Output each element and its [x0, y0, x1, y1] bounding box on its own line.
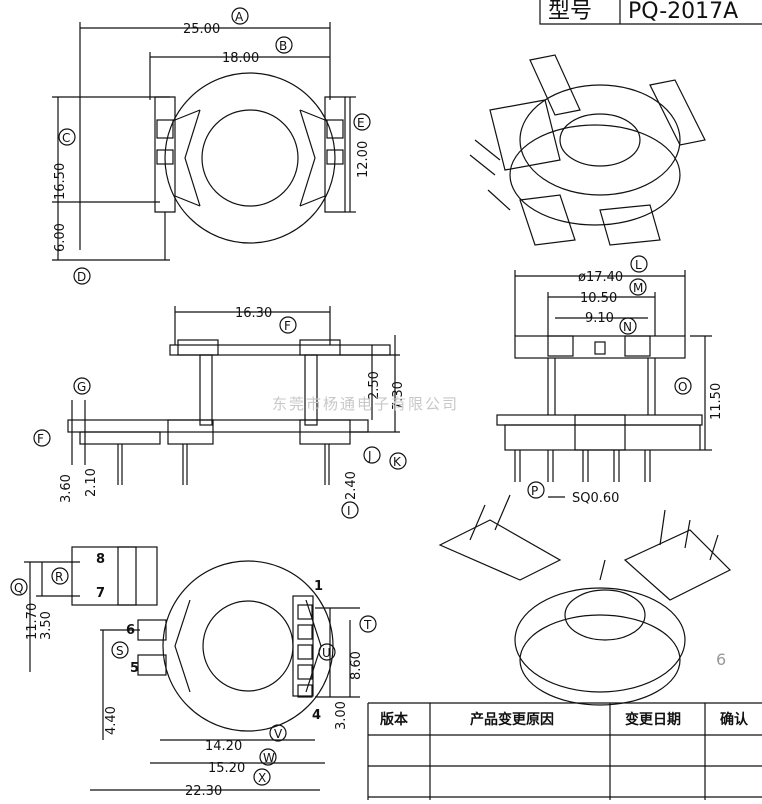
- dim-upper-a-value: 2.50: [367, 371, 382, 400]
- marker-t-letter: T: [363, 618, 372, 632]
- marker-m: [629, 278, 647, 296]
- dim-w-value: 15.20: [208, 761, 245, 776]
- marker-k: [389, 452, 407, 470]
- marker-r-letter: R: [55, 570, 63, 584]
- marker-h: [73, 377, 91, 395]
- marker-p-letter: P: [531, 484, 538, 498]
- dim-m-value: 10.50: [580, 291, 617, 306]
- pin-6: 6: [126, 623, 135, 638]
- marker-j-letter: J: [367, 449, 372, 463]
- marker-g: [33, 429, 51, 447]
- marker-u: [318, 643, 336, 661]
- dim-b-value: 18.00: [222, 51, 259, 66]
- marker-j: [363, 446, 381, 464]
- marker-e: [353, 113, 371, 131]
- dim-i-value: 2.40: [344, 471, 359, 500]
- change-table: 版本 产品变更原因 变更日期 确认: [367, 702, 762, 800]
- pin-8: 8: [96, 552, 105, 567]
- page-number: 6: [716, 650, 726, 669]
- marker-d: [73, 267, 91, 285]
- dim-e-value: 12.00: [356, 141, 371, 178]
- marker-l-letter: L: [635, 258, 642, 272]
- dim-d-value: 6.00: [53, 223, 68, 252]
- pin-1: 1: [314, 579, 323, 594]
- header-version: 版本: [380, 711, 409, 728]
- marker-v: [269, 724, 287, 742]
- marker-o: [674, 377, 692, 395]
- header-confirm: 确认: [720, 711, 749, 728]
- marker-h-letter: G: [77, 380, 86, 394]
- marker-s-letter: S: [116, 644, 124, 658]
- marker-x: [253, 768, 271, 786]
- dim-l-value: ø17.40: [578, 270, 623, 285]
- marker-i: [341, 501, 359, 519]
- bottom-view: Q R 11.70 3.50 S 4.40 T U 8.60 3.00 14.2…: [10, 546, 377, 799]
- marker-s: [111, 641, 129, 659]
- marker-m-letter: M: [633, 281, 643, 295]
- pin-5: 5: [130, 661, 139, 676]
- model-number: PQ-2017A: [628, 0, 738, 24]
- marker-f-letter: F: [284, 319, 291, 333]
- title-label: 型号: [548, 0, 592, 24]
- side-view: 16.30 F 2.50 7.30 G F 3.60 2.10 J K 2.40…: [33, 306, 407, 519]
- marker-a: [231, 7, 249, 25]
- isometric-view-lower: [438, 494, 732, 706]
- dim-q-value: 11.70: [25, 603, 40, 640]
- dim-r-value: 3.50: [39, 611, 54, 640]
- header-change-reason: 产品变更原因: [470, 711, 554, 728]
- dim-s-value: 4.40: [104, 706, 119, 735]
- marker-l: [630, 255, 648, 273]
- header-change-date: 变更日期: [625, 711, 681, 728]
- dim-c-value: 16.50: [53, 163, 68, 200]
- front-view: ø17.40 L 10.50 M 9.10 N O 11.50 P SQ0.60: [496, 255, 724, 506]
- marker-e-letter: E: [357, 116, 365, 130]
- dim-h-value: 2.10: [84, 468, 99, 497]
- marker-b-letter: B: [279, 39, 287, 53]
- marker-f: [279, 316, 297, 334]
- marker-i-letter: I: [347, 504, 351, 518]
- marker-o-letter: O: [678, 380, 687, 394]
- dim-v-value: 14.20: [205, 739, 242, 754]
- dim-n-value: 9.10: [585, 311, 614, 326]
- marker-u-letter: U: [322, 646, 331, 660]
- marker-c: [58, 128, 76, 146]
- dim-f-value: 16.30: [235, 306, 272, 321]
- title-block: 型号 PQ-2017A: [539, 0, 762, 25]
- marker-q-letter: Q: [14, 581, 23, 595]
- marker-r: [51, 567, 69, 585]
- pin-7: 7: [96, 586, 105, 601]
- pin-4: 4: [312, 708, 321, 723]
- marker-b: [275, 36, 293, 54]
- marker-d-letter: D: [77, 270, 86, 284]
- isometric-view-upper: [469, 54, 706, 246]
- dim-upper-b-value: 7.30: [391, 381, 406, 410]
- marker-p: [527, 481, 545, 499]
- marker-g-letter: F: [37, 432, 44, 446]
- dim-x-value: 22.30: [185, 784, 222, 799]
- marker-v-letter: V: [274, 727, 283, 741]
- dim-p-value: SQ0.60: [572, 491, 619, 506]
- marker-c-letter: C: [62, 131, 70, 145]
- marker-w: [259, 748, 277, 766]
- marker-t: [359, 615, 377, 633]
- marker-w-letter: W: [263, 751, 275, 765]
- marker-q: [10, 578, 28, 596]
- dim-t-value: 3.00: [334, 701, 349, 730]
- marker-a-letter: A: [235, 10, 244, 24]
- watermark: 东莞市杨通电子有限公司: [272, 395, 459, 413]
- marker-n: [619, 317, 637, 335]
- top-view: 25.00 A 18.00 B C 16.50 6.00 D 12.00 E: [52, 7, 371, 285]
- dim-o-value: 11.50: [709, 383, 724, 420]
- marker-x-letter: X: [258, 771, 266, 785]
- marker-k-letter: K: [393, 455, 402, 469]
- dim-a-value: 25.00: [183, 22, 220, 37]
- dim-u-value: 8.60: [349, 651, 364, 680]
- dim-g-value: 3.60: [59, 474, 74, 503]
- marker-n-letter: N: [623, 320, 632, 334]
